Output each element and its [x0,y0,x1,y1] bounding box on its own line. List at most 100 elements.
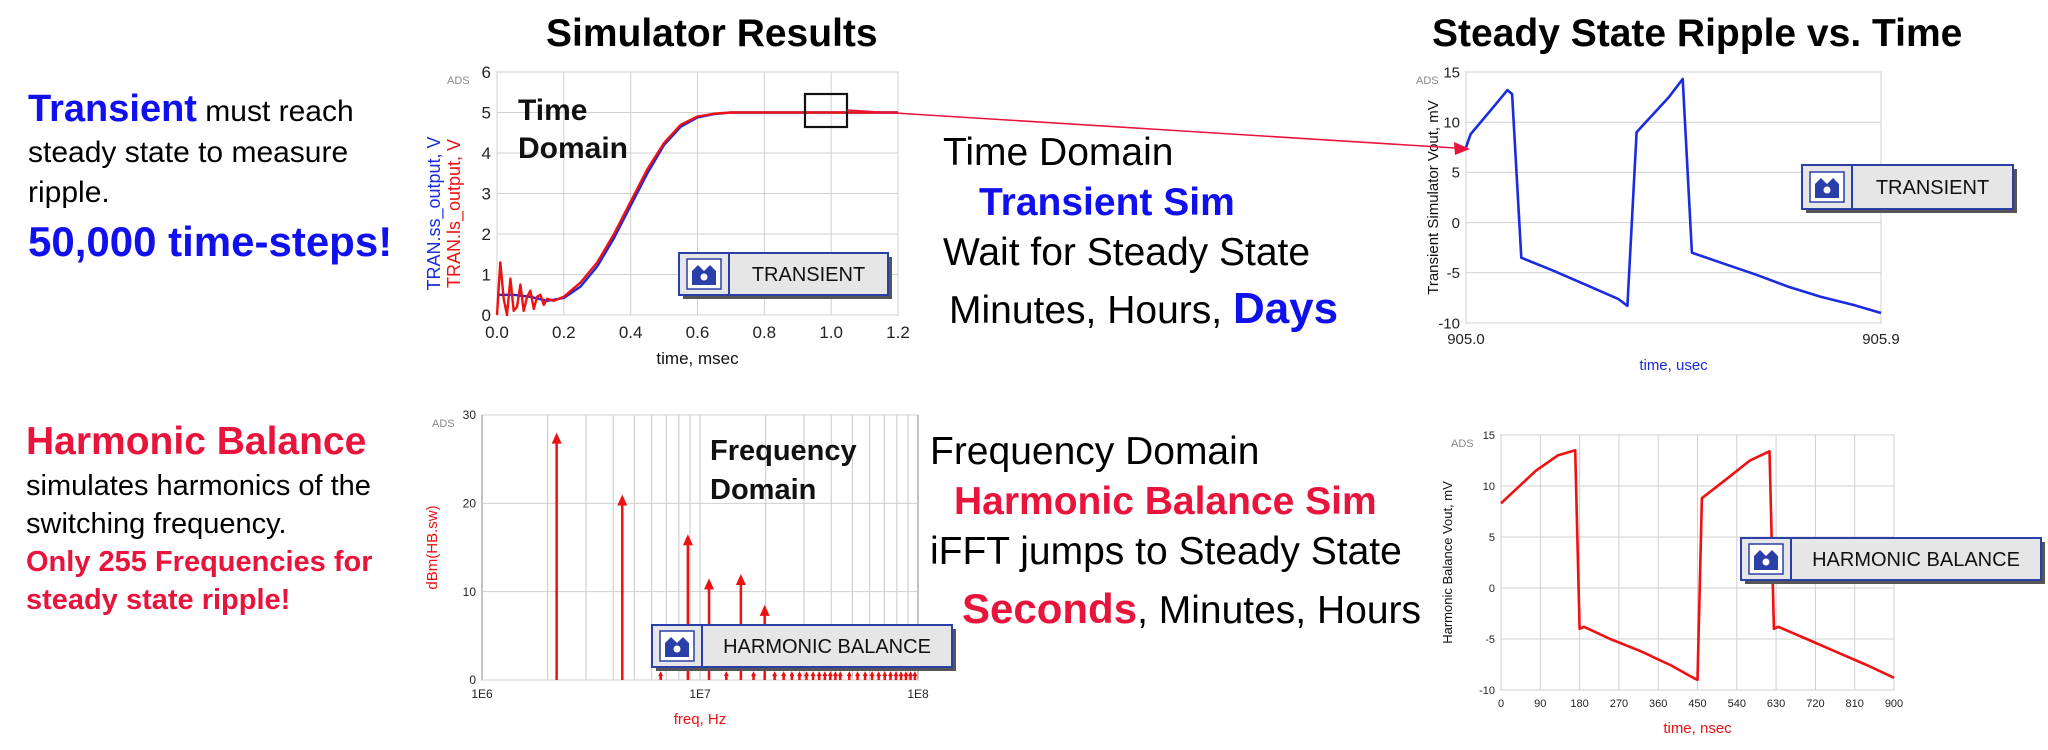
spectral-arrow [888,671,894,677]
series-line [495,111,898,317]
spectral-arrow [893,671,899,677]
spectral-arrow [869,671,875,677]
x-tick-label: 450 [1688,698,1706,710]
y-tick-label: 10 [463,585,477,599]
spectral-arrow [759,604,770,616]
spectral-arrow [822,671,828,677]
x-tick-label: 540 [1728,698,1746,710]
y-tick-label: 4 [482,144,491,163]
y-tick-label: -10 [1438,315,1460,332]
td-line4-b: Days [1232,284,1339,333]
harmonic-balance-description: Harmonic Balance simulates harmonics of … [26,417,446,619]
hb-line3: switching frequency. [26,508,287,540]
transient-word: Transient [28,88,197,130]
x-tick-label: 1.2 [886,323,910,342]
transient-description: Transient must reach steady state to mea… [28,88,448,271]
y-tick-label: 5 [1489,532,1495,544]
transient-line3: ripple. [28,176,110,209]
x-tick-label: 0.0 [485,323,509,342]
x-tick-label: 810 [1846,698,1864,710]
x-tick-label: 630 [1767,698,1785,710]
y-tick-label: -5 [1447,265,1460,282]
spectral-arrow [862,671,868,677]
x-axis-label: time, usec [1639,357,1708,374]
logo-dot [1823,186,1831,194]
y-tick-label: -10 [1479,685,1495,697]
series-line [1500,448,1895,682]
spectral-arrow [882,671,888,677]
plot-annotation: Frequency [710,435,857,467]
zoom-callout [803,92,1470,155]
time-domain-summary: Time Domain Transient Sim Wait for Stead… [943,128,1338,342]
spectral-arrow [855,671,861,677]
plot-annotation: Domain [710,474,816,506]
x-axis-label: freq, Hz [674,711,727,728]
spectral-arrow [796,671,802,677]
logo-dot [673,645,681,653]
badge-label: TRANSIENT [1876,177,1989,199]
fd-line1: Frequency Domain [930,430,1260,473]
callout-arrowhead [1454,142,1470,155]
td-line2: Transient Sim [979,181,1235,224]
steady-state-title: Steady State Ripple vs. Time [1432,12,1963,55]
y-tick-label: -5 [1485,634,1495,646]
x-tick-label: 0.8 [753,323,777,342]
spectral-arrow [816,671,822,677]
x-tick-label: 1E8 [907,687,929,701]
y-tick-label: 6 [482,63,491,82]
ads-mark: ADS [432,418,455,430]
badge-label: HARMONIC BALANCE [723,636,931,658]
spectral-arrow [827,671,833,677]
spectral-arrow [908,671,914,677]
x-tick-label: 900 [1885,698,1903,710]
y-tick-label: 1 [482,265,491,284]
plot-annotation: Time [518,94,587,127]
spectral-arrow [704,578,715,590]
y-tick-label: 10 [1483,481,1495,493]
fd-line4-b: , Minutes, Hours [1137,589,1421,632]
transient-line2: steady state to measure [28,136,349,169]
x-tick-label: 720 [1806,698,1824,710]
fd-line4: Seconds, Minutes, Hours [930,577,1421,643]
spectral-arrow [832,671,838,677]
spectral-arrow [903,671,909,677]
fd-line2: Harmonic Balance Sim [954,480,1377,523]
y-tick-label: 20 [463,497,477,511]
td-line4-a: Minutes, Hours, [949,289,1233,332]
spectral-arrow [804,671,810,677]
x-tick-label: 905.9 [1862,331,1900,348]
y-tick-label: 0 [1489,583,1495,595]
hb-red-line2: steady state ripple! [26,584,291,616]
badge-label: HARMONIC BALANCE [1812,549,2020,571]
timesteps-callout: 50,000 time-steps! [28,218,393,265]
td-line1: Time Domain [943,131,1174,174]
spectral-arrow [837,671,843,677]
y-axis-label: dBm(HB.sw) [424,505,441,589]
y-axis-label: TRAN.ss_output, V [424,136,445,290]
fd-line3: iFFT jumps to Steady State [930,530,1402,573]
x-tick-label: 0.2 [552,323,576,342]
hb-title: Harmonic Balance [26,420,367,463]
spectral-arrow [723,671,729,677]
keysight-logo-icon [686,258,722,290]
spectral-arrow [682,534,693,546]
spectral-arrow [810,671,816,677]
y-tick-label: 2 [482,225,491,244]
spectral-arrow [751,671,757,677]
y-axis-label: TRAN.ls_output, V [444,139,465,288]
td-line4: Minutes, Hours, Days [943,278,1338,342]
td-line3: Wait for Steady State [943,231,1311,274]
spectral-arrow [789,671,795,677]
frequency-domain-summary: Frequency Domain Harmonic Balance Sim iF… [930,427,1421,643]
x-tick-label: 360 [1649,698,1667,710]
transient-rest: must reach [196,95,354,128]
x-tick-label: 1.0 [819,323,843,342]
ads-mark: ADS [447,75,470,87]
keysight-logo-icon [1748,543,1784,575]
spectral-arrow [876,671,882,677]
y-tick-label: 30 [463,408,477,422]
y-tick-label: 3 [482,184,491,203]
